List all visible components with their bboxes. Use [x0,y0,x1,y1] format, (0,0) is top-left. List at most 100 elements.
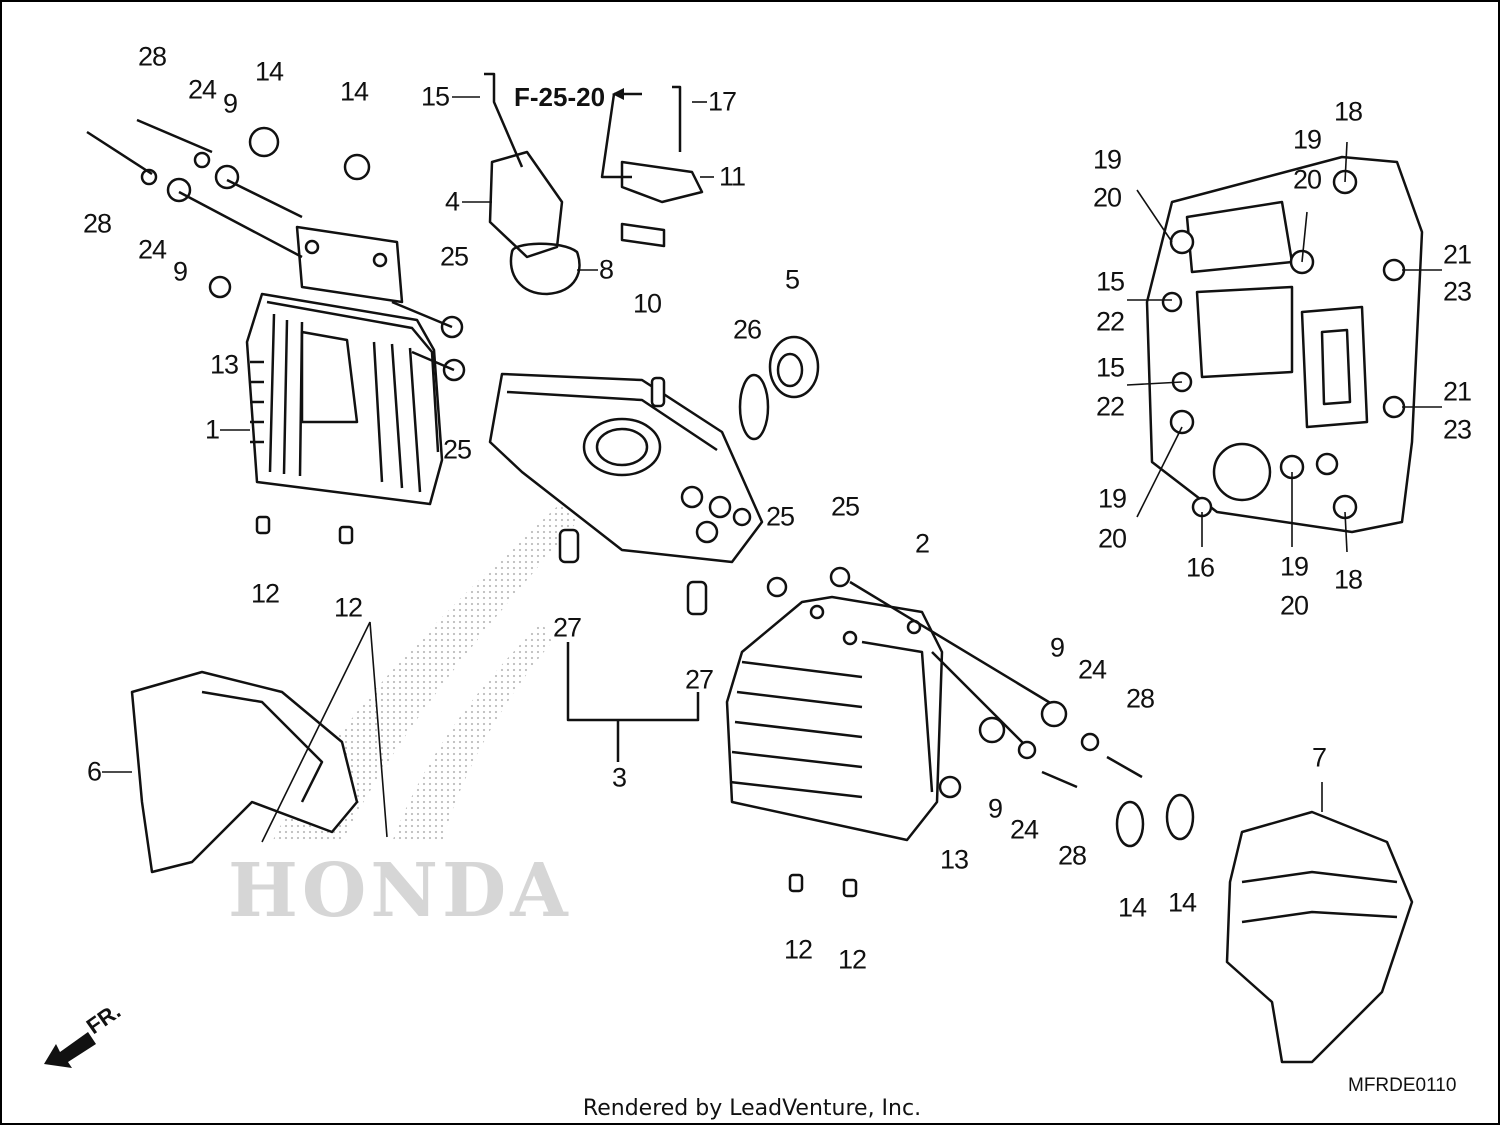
callout-number: 27 [552,612,582,643]
intake-manifold [1145,155,1424,534]
callout-number: 13 [209,349,239,380]
callout-number: 12 [333,592,363,623]
callout-number: 25 [830,491,860,522]
callout-number: 23 [1442,276,1472,307]
callout-number: 28 [1125,683,1155,714]
callout-number: 4 [444,186,460,217]
part-2-front-head-cover [725,595,944,842]
callout-number: 12 [250,578,280,609]
part-14-grommet-b [343,153,371,181]
part-7-side-cover [1225,810,1414,1064]
part-27-dowel-b [686,580,708,616]
part-8-gasket [509,242,581,296]
callout-number: 24 [1077,654,1107,685]
callout-number: 18 [1333,564,1363,595]
part-17-bolt [672,85,682,152]
part-28-bolts-front [1041,755,1143,789]
wing-watermark [272,502,577,842]
callout-number: 19 [1097,483,1127,514]
callout-number: 25 [442,434,472,465]
callout-number: 24 [1009,814,1039,845]
part-9-nut-c [978,716,1006,744]
callout-number: 20 [1097,523,1127,554]
callout-number: 9 [1049,632,1065,663]
reference-code: F-25-20 [514,82,606,112]
callout-number: 3 [611,762,627,793]
callout-number: 28 [137,41,167,72]
part-13-nut-front [938,775,962,799]
callout-number: 18 [1333,96,1363,127]
part-5-cap [768,335,820,399]
callout-number: 24 [187,74,217,105]
part-15-bolt [484,72,524,168]
part-27-dowel-a [558,528,580,564]
callout-number: 14 [1117,892,1147,923]
callout-number: 20 [1279,590,1309,621]
part-14-grommet-a [248,126,280,158]
part-10-gasket [620,222,666,248]
part-4-cover [488,150,564,259]
rear-bracket [295,225,404,304]
callout-number: 22 [1095,306,1125,337]
part-12-stud-a [255,515,271,535]
render-credit: Rendered by LeadVenture, Inc. [582,1096,922,1121]
callout-number: 14 [254,56,284,87]
part-12-stud-d [842,878,858,898]
honda-watermark: HONDA [228,848,572,934]
part-1-rear-head-cover [245,292,444,506]
callout-number: 8 [598,254,614,285]
part-28-bolts-rear [86,118,213,176]
callout-number: 28 [1057,840,1087,871]
callout-number: 2 [914,528,930,559]
callout-number: 20 [1292,164,1322,195]
callout-number: 27 [684,664,714,695]
leader-lines [102,96,1442,812]
callout-number: 14 [339,76,369,107]
callout-number: 15 [1095,266,1125,297]
callout-number: 19 [1092,144,1122,175]
part-25-nut-d [829,566,851,588]
callout-number: 22 [1095,391,1125,422]
part-12-stud-c [788,873,804,893]
part-24-washer-c [1017,740,1037,760]
callout-number: 15 [420,81,450,112]
callout-number: 9 [987,793,1003,824]
callout-number: 19 [1279,551,1309,582]
callout-number: 25 [439,241,469,272]
part-26-o-ring [738,373,770,441]
callout-number: 12 [837,944,867,975]
callout-number: 6 [86,756,102,787]
part-24-washer-d [1080,732,1100,752]
callout-number: 13 [939,844,969,875]
callout-number: 26 [732,314,762,345]
callout-number: 23 [1442,414,1472,445]
callout-number: 5 [784,264,800,295]
part-11-sensor [620,160,704,204]
callout-number: 12 [783,934,813,965]
callout-number: 19 [1292,124,1322,155]
part-3-cylinder-head [488,372,764,564]
part-24-washer-b [140,168,158,186]
callout-number: 21 [1442,376,1472,407]
wing-watermark-inner [392,622,552,842]
callout-number: 28 [82,208,112,239]
callout-number: 24 [137,234,167,265]
callout-number: 15 [1095,352,1125,383]
part-13-nut-rear [208,275,232,299]
callout-number: 7 [1311,742,1327,773]
callout-number: 25 [765,501,795,532]
callout-number: 1 [204,414,220,445]
callout-number: 20 [1092,182,1122,213]
part-12-stud-b [338,525,354,545]
part-6-side-cover [130,670,359,874]
callout-number: 21 [1442,239,1472,270]
part-14-grommet-d [1165,793,1195,841]
callout-number: 11 [718,161,746,192]
callout-number: 9 [222,88,238,119]
callout-number: 10 [632,288,662,319]
callout-number: 17 [707,86,737,117]
part-9-nut-d [1040,700,1068,728]
